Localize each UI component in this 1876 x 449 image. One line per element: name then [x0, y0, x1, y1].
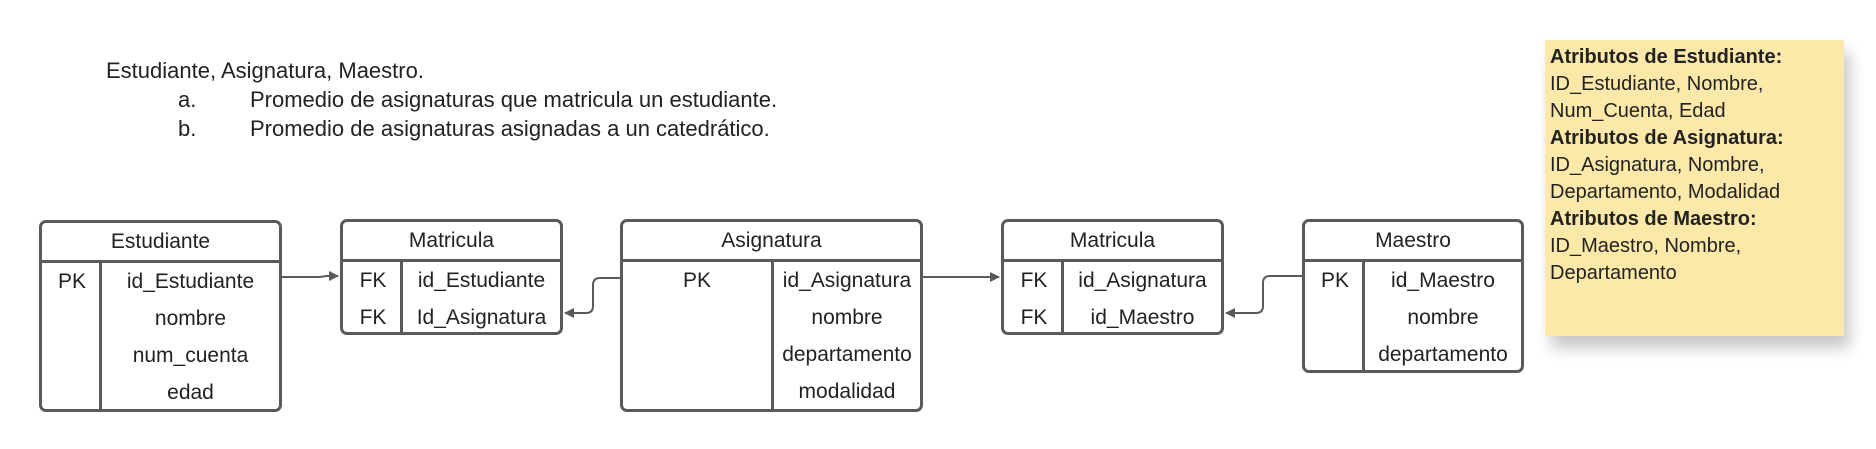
- key-label: PK: [682, 269, 711, 292]
- intro-heading: Estudiante, Asignatura, Maestro.: [106, 58, 424, 83]
- note-text: Num_Cuenta, Edad: [1550, 100, 1726, 122]
- note-heading: Atributos de Asignatura:: [1550, 127, 1784, 149]
- intro-item-text: Promedio de asignaturas que matricula un…: [250, 87, 778, 112]
- field: nombre: [811, 306, 883, 329]
- entity-matricula-1[interactable]: Matricula FK FK id_Estudiante Id_Asignat…: [340, 219, 563, 335]
- intro-item-a: a. Promedio de asignaturas que matricula…: [106, 85, 777, 114]
- field: nombre: [1407, 306, 1479, 329]
- note-heading: Atributos de Estudiante:: [1550, 46, 1783, 68]
- column-divider: [771, 259, 774, 409]
- entity-title: Estudiante: [42, 223, 279, 263]
- field: id_Asignatura: [1078, 269, 1207, 292]
- column-divider: [400, 259, 403, 332]
- intro-item-letter: a.: [178, 87, 197, 112]
- column-divider: [1061, 259, 1064, 332]
- key-label: FK: [359, 269, 387, 292]
- note-heading: Atributos de Maestro:: [1550, 208, 1757, 230]
- note-text: ID_Estudiante, Nombre,: [1550, 73, 1764, 95]
- connector-estudiante-matricula: [282, 271, 339, 281]
- field: Id_Asignatura: [416, 306, 547, 329]
- column-divider: [1362, 259, 1365, 370]
- intro-item-text: Promedio de asignaturas asignadas a un c…: [250, 116, 770, 141]
- entity-estudiante[interactable]: Estudiante PK id_Estudiante nombre num_c…: [39, 220, 282, 412]
- entity-title: Matricula: [1004, 222, 1221, 262]
- column-divider: [99, 260, 102, 409]
- field: departamento: [782, 343, 912, 366]
- intro-text: Estudiante, Asignatura, Maestro. a. Prom…: [106, 56, 777, 143]
- field: id_Estudiante: [126, 270, 255, 293]
- field: num_cuenta: [132, 344, 249, 367]
- entity-asignatura[interactable]: Asignatura PK id_Asignatura nombre depar…: [620, 219, 923, 412]
- note-text: Departamento: [1550, 262, 1677, 284]
- field: id_Maestro: [1391, 269, 1495, 292]
- connector-asignatura-matricula: [564, 277, 620, 318]
- field: modalidad: [798, 380, 896, 403]
- note-text: ID_Asignatura, Nombre,: [1550, 154, 1765, 176]
- entity-maestro[interactable]: Maestro PK id_Maestro nombre departament…: [1302, 219, 1524, 373]
- field: id_Maestro: [1090, 306, 1195, 329]
- key-label: FK: [1020, 306, 1048, 329]
- key-label: FK: [1020, 269, 1048, 292]
- key-label: PK: [1320, 269, 1349, 292]
- field: departamento: [1378, 343, 1508, 366]
- key-label: FK: [359, 306, 387, 329]
- attributes-note: Atributos de Estudiante: ID_Estudiante, …: [1545, 40, 1844, 336]
- key-label: PK: [57, 270, 86, 293]
- field: id_Asignatura: [782, 269, 912, 292]
- entity-matricula-2[interactable]: Matricula FK FK id_Asignatura id_Maestro: [1001, 219, 1224, 335]
- intro-item-b: b. Promedio de asignaturas asignadas a u…: [106, 114, 770, 143]
- intro-item-letter: b.: [178, 116, 197, 141]
- connector-maestro-matricula: [1225, 275, 1302, 318]
- field: edad: [167, 381, 214, 404]
- note-text: ID_Maestro, Nombre,: [1550, 235, 1742, 257]
- field: id_Estudiante: [417, 269, 546, 292]
- field: nombre: [154, 307, 227, 330]
- entity-title: Matricula: [343, 222, 560, 262]
- note-text: Departamento, Modalidad: [1550, 181, 1781, 203]
- entity-title: Maestro: [1305, 222, 1521, 262]
